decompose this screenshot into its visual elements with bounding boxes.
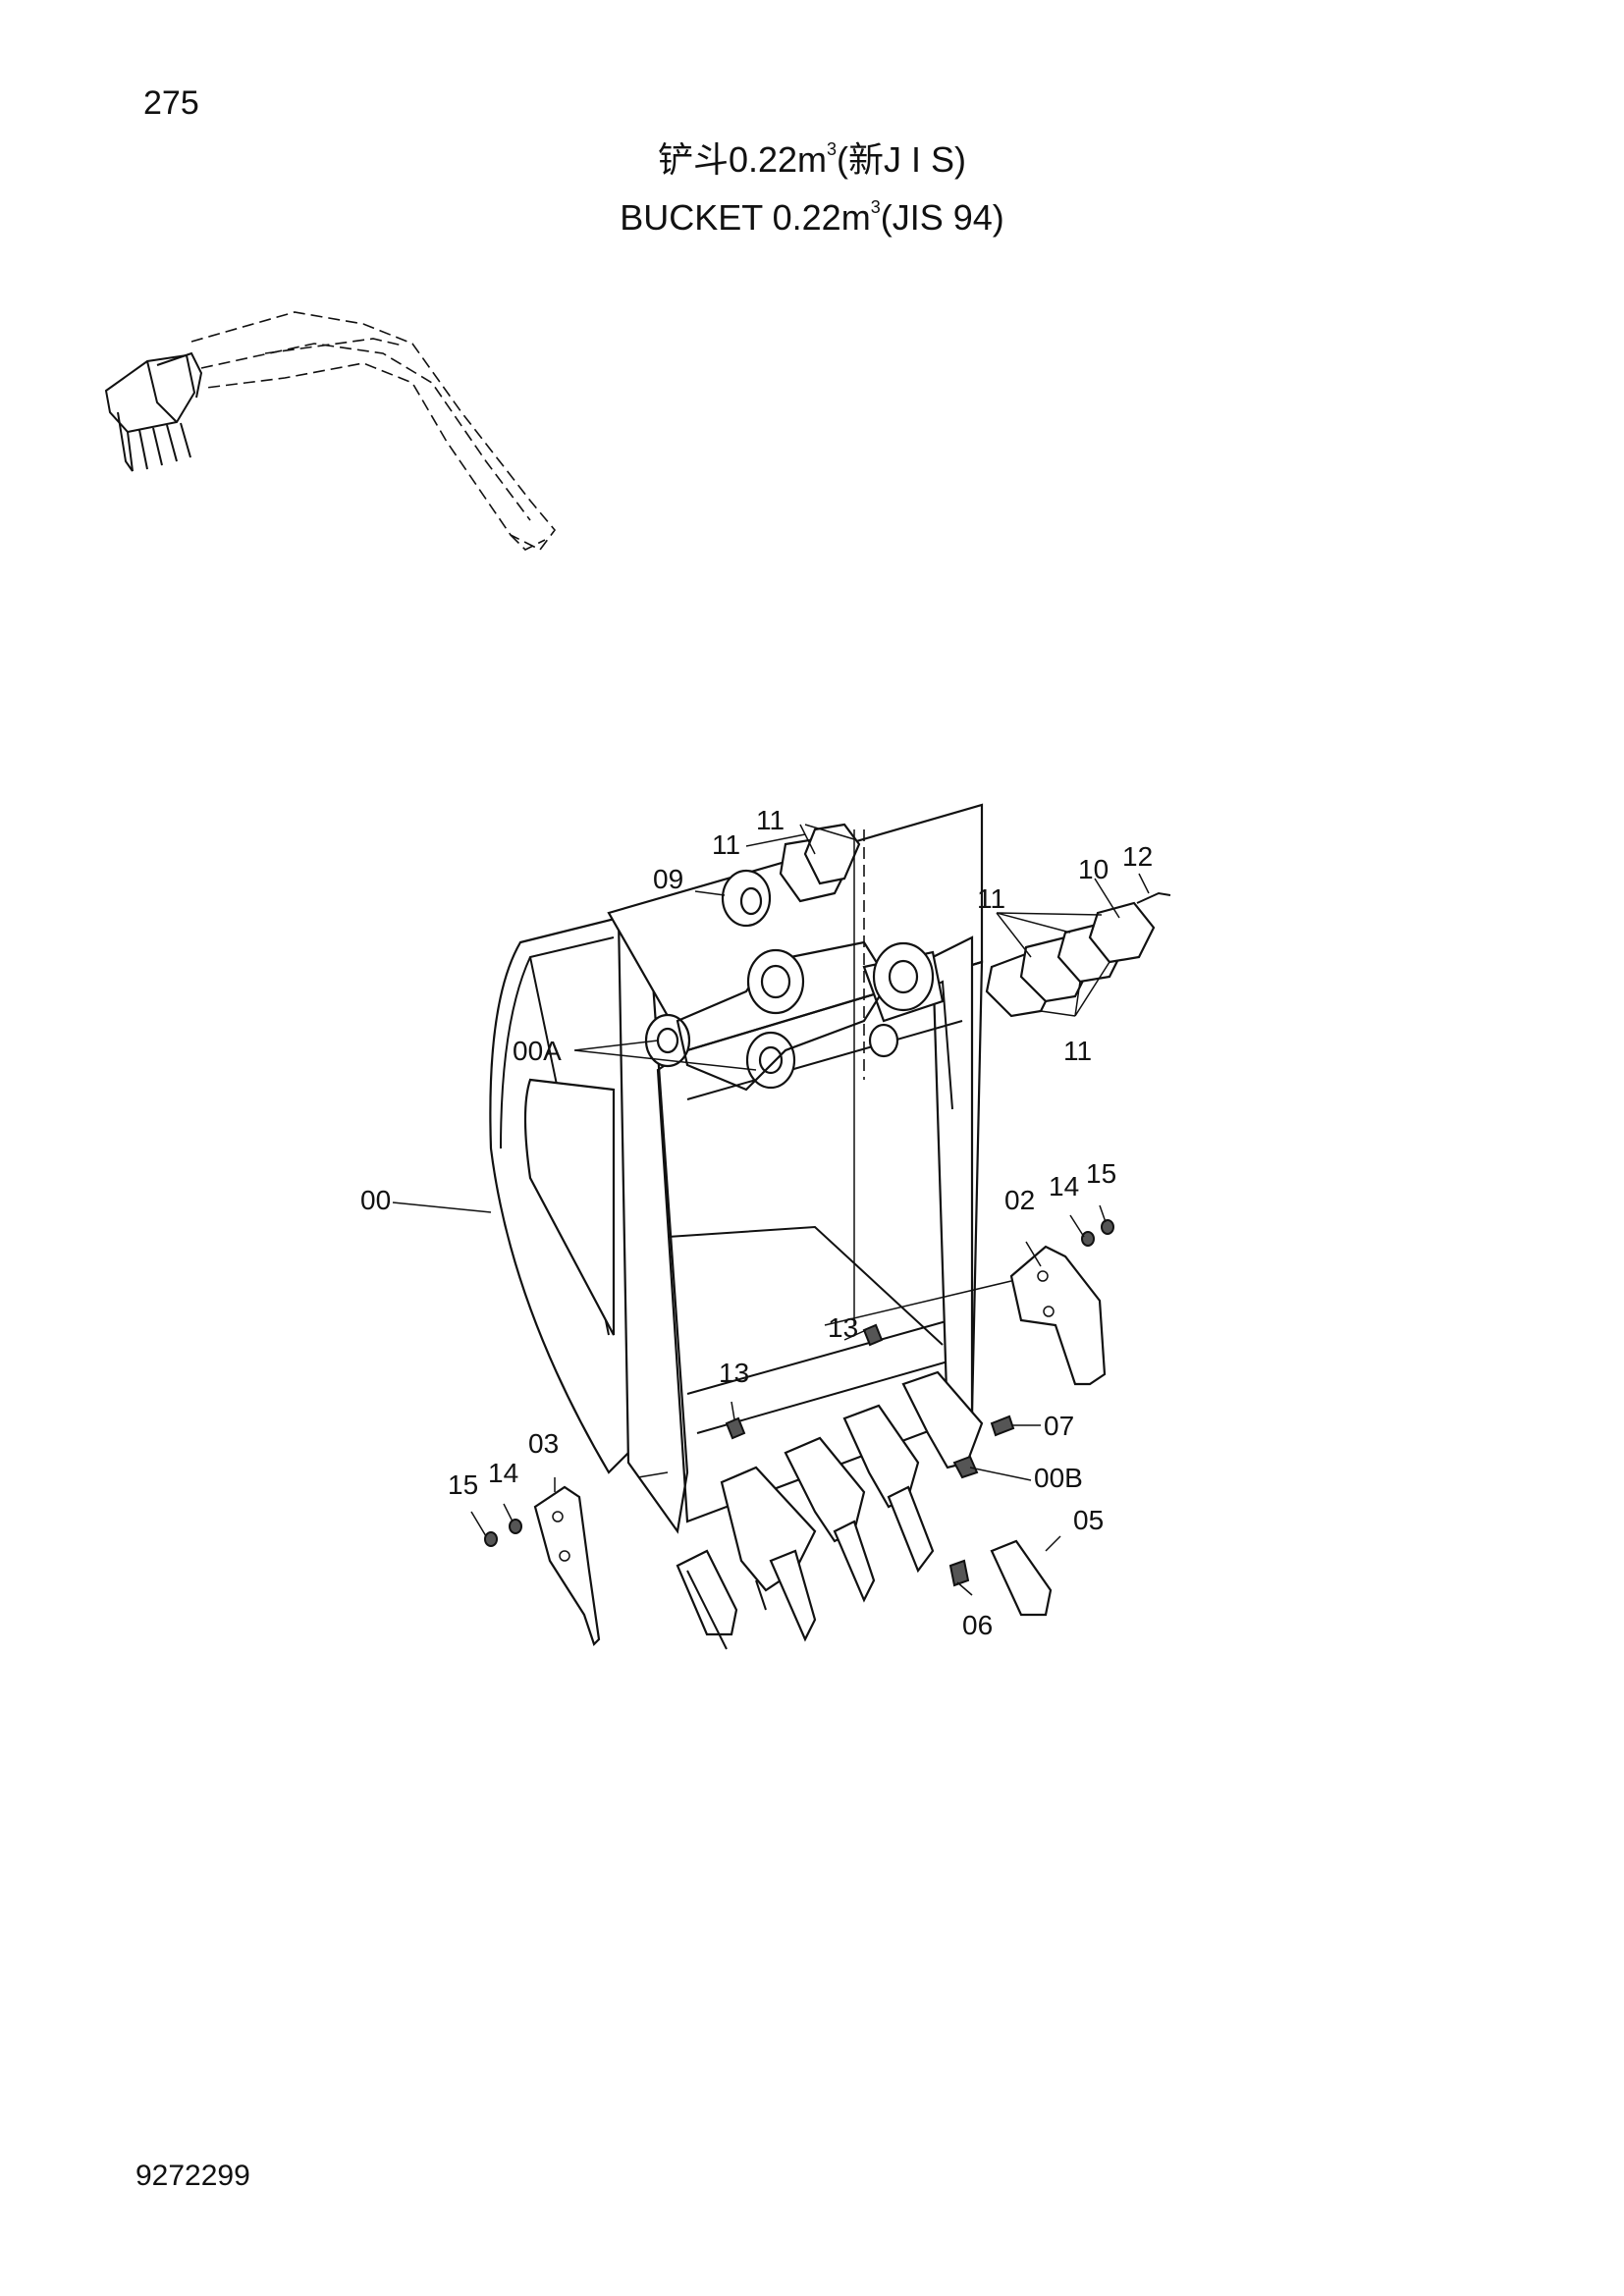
callout-10: 10 <box>1078 854 1109 884</box>
bolts-and-pins <box>725 1323 1015 1587</box>
callout-labels: 11 11 09 10 12 11 11 00A 00 02 14 15 13 … <box>360 805 1153 1640</box>
title-chinese: 铲斗0.22m3(新J I S) <box>657 139 967 180</box>
bucket-teeth <box>676 1370 1053 1650</box>
hinge-bosses <box>644 940 935 1092</box>
side-cutter-right <box>1009 1219 1114 1386</box>
callout-11-top: 11 <box>756 805 785 835</box>
shim-and-pin-parts <box>721 823 1171 1018</box>
callout-07: 07 <box>1044 1411 1074 1441</box>
callout-00: 00 <box>360 1185 391 1215</box>
callout-15-right: 15 <box>1086 1158 1116 1189</box>
title-english: BUCKET 0.22m3(JIS 94) <box>620 197 1004 238</box>
callout-11-upper-left: 11 <box>712 829 740 860</box>
document-number: 9272299 <box>135 2160 250 2192</box>
callout-05: 05 <box>1073 1505 1104 1535</box>
callout-11-right-top: 11 <box>977 883 1005 914</box>
callout-02: 02 <box>1004 1185 1035 1215</box>
callout-11-right-bottom: 11 <box>1063 1036 1092 1066</box>
callout-00A: 00A <box>513 1036 562 1066</box>
side-cutter-left <box>484 1485 601 1647</box>
callout-09: 09 <box>653 864 683 894</box>
callout-14-right: 14 <box>1049 1171 1079 1201</box>
excavator-arm-key-diagram <box>104 311 557 552</box>
callout-14-left: 14 <box>488 1458 518 1488</box>
page-number: 275 <box>143 84 199 122</box>
callout-15-left: 15 <box>448 1469 478 1500</box>
callout-06: 06 <box>962 1610 993 1640</box>
callout-03: 03 <box>528 1428 559 1459</box>
leader-lines <box>392 824 1150 1596</box>
title-block: 铲斗0.22m3(新J I S) BUCKET 0.22m3(JIS 94) <box>0 128 1624 243</box>
callout-13-left: 13 <box>719 1358 749 1388</box>
callout-13-center: 13 <box>828 1312 858 1343</box>
callout-00B: 00B <box>1034 1463 1083 1493</box>
callout-12: 12 <box>1122 841 1153 872</box>
